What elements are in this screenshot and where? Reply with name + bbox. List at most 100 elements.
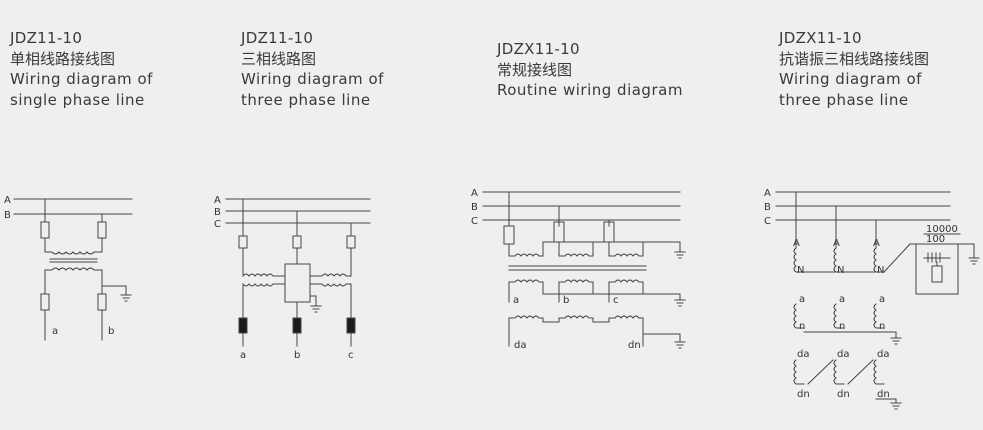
title-english-line-1: Wiring diagram of — [10, 70, 153, 88]
primary-winding-c — [309, 273, 352, 277]
residual-bottom-label-b: dn — [837, 389, 850, 400]
title-english-line-2: three phase line — [241, 90, 371, 109]
secondary-winding-a — [242, 283, 286, 287]
title-english-line-2: single phase line — [10, 90, 145, 109]
damper-label-2: 100 — [926, 234, 945, 245]
secondary-fuse-a — [40, 293, 50, 311]
residual-top-label-c: da — [877, 349, 889, 360]
bus-label-c: C — [764, 216, 771, 227]
residual-bottom-label-a: dn — [797, 389, 810, 400]
terminal-label-a: a — [240, 350, 246, 361]
residual-top-label-b: da — [837, 349, 849, 360]
title-english-line-2: three phase line — [779, 90, 909, 109]
title-chinese: 单相线路接线图 — [10, 49, 116, 68]
residual-label-dn: dn — [628, 340, 641, 351]
schematic-routine: A B C — [471, 188, 686, 351]
caption-panel-2: JDZ11-10 三相线路图 Wiring diagram of three p… — [241, 28, 384, 110]
bus-label-a: A — [214, 195, 221, 206]
damper-label-1: 10000 — [926, 224, 958, 235]
secondary-fuse-a — [238, 317, 248, 334]
primary-winding — [44, 251, 103, 255]
residual-winding-a — [793, 359, 805, 385]
title-english-line-1: Wiring diagram of — [779, 70, 922, 88]
schematic-single-phase: A B a b — [4, 195, 133, 341]
bus-label-c: C — [214, 219, 221, 230]
terminal-label-c: c — [348, 350, 354, 361]
primary-fuse-b — [97, 221, 107, 239]
transformer-core-box — [284, 263, 311, 303]
secondary-top-label-c: a — [879, 294, 885, 305]
model-number: JDZX11-10 — [497, 40, 580, 58]
primary-bottom-label-c: N — [877, 265, 884, 276]
primary-winding-c — [873, 247, 885, 273]
secondary-bottom-label-b: n — [839, 321, 845, 332]
secondary-winding-c — [873, 303, 885, 329]
secondary-winding-b — [833, 303, 845, 329]
secondary-fuse-b — [292, 317, 302, 334]
secondary-winding-a — [793, 303, 805, 329]
primary-fuse-a — [503, 225, 515, 245]
primary-fuse-c — [346, 235, 356, 249]
terminal-label-a: a — [52, 326, 58, 337]
residual-winding — [508, 315, 644, 347]
schematic-anti-resonance: A B C A A A N N N 10000 100 — [764, 188, 980, 410]
primary-fuse-a — [40, 221, 50, 239]
caption-panel-1: JDZ11-10 单相线路接线图 Wiring diagram of singl… — [10, 28, 153, 110]
primary-bottom-label-a: N — [797, 265, 804, 276]
bus-label-b: B — [764, 202, 771, 213]
residual-winding-c — [873, 359, 885, 385]
title-chinese: 抗谐振三相线路接线图 — [779, 49, 930, 68]
secondary-winding-c — [309, 283, 352, 287]
caption-panel-4: JDZX11-10 抗谐振三相线路接线图 Wiring diagram of t… — [779, 28, 929, 110]
model-number: JDZ11-10 — [10, 29, 83, 47]
primary-fuse-b — [292, 235, 302, 249]
terminal-label-b: b — [294, 350, 300, 361]
bus-label-a: A — [4, 195, 11, 206]
secondary-winding — [44, 267, 103, 271]
title-chinese: 常规接线图 — [497, 60, 573, 79]
bus-label-c: C — [471, 216, 478, 227]
residual-top-label-a: da — [797, 349, 809, 360]
schematic-three-phase: A B C — [214, 195, 371, 361]
title-english-line-1: Wiring diagram of — [241, 70, 384, 88]
secondary-label-b: b — [563, 295, 569, 306]
damper-box — [915, 243, 959, 295]
title-chinese: 三相线路图 — [241, 49, 317, 68]
bus-label-a: A — [471, 188, 478, 199]
secondary-label-a: a — [513, 295, 519, 306]
residual-bottom-label-c: dn — [877, 389, 890, 400]
residual-winding-b — [833, 359, 845, 385]
secondary-winding-c — [608, 279, 644, 303]
secondary-winding-a — [508, 279, 544, 303]
primary-winding-b — [558, 241, 594, 257]
secondary-label-c: c — [613, 295, 619, 306]
bus-label-b: B — [471, 202, 478, 213]
damper-resistor — [931, 265, 943, 283]
primary-winding-a — [793, 247, 805, 273]
secondary-bottom-label-a: n — [799, 321, 805, 332]
residual-label-da: da — [514, 340, 526, 351]
primary-winding-a — [242, 273, 286, 277]
secondary-fuse-b — [97, 293, 107, 311]
model-number: JDZ11-10 — [241, 29, 314, 47]
primary-top-label-a: A — [793, 238, 800, 249]
primary-winding-b — [833, 247, 845, 273]
primary-bottom-label-b: N — [837, 265, 844, 276]
caption-panel-3: JDZX11-10 常规接线图 Routine wiring diagram — [497, 39, 683, 101]
primary-top-label-c: A — [873, 238, 880, 249]
secondary-fuse-c — [346, 317, 356, 334]
primary-winding-c — [608, 241, 644, 257]
secondary-bottom-label-c: n — [879, 321, 885, 332]
terminal-label-b: b — [108, 326, 114, 337]
bus-label-b: B — [214, 207, 221, 218]
bus-label-a: A — [764, 188, 771, 199]
secondary-top-label-b: a — [839, 294, 845, 305]
bus-label-b: B — [4, 210, 11, 221]
secondary-winding-b — [558, 279, 594, 303]
model-number: JDZX11-10 — [779, 29, 862, 47]
primary-winding-a — [508, 241, 544, 257]
secondary-top-label-a: a — [799, 294, 805, 305]
title-english-line-1: Routine wiring diagram — [497, 81, 683, 99]
